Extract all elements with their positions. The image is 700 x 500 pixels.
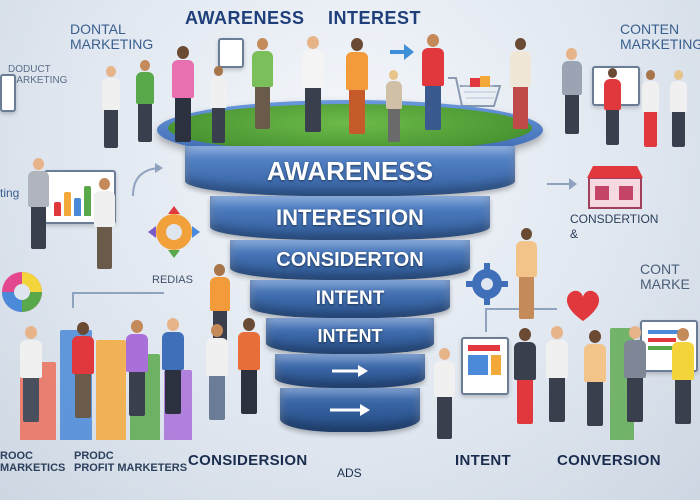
person-figure	[26, 158, 51, 253]
gear-icon-blue	[465, 262, 509, 306]
label-product-marketing: DODUCT MARKETING	[8, 64, 68, 86]
label-left-edge: ting	[0, 186, 20, 200]
label-content-marketing-right: CONT MARKE	[640, 261, 690, 292]
person-figure	[300, 36, 326, 136]
person-figure	[508, 38, 533, 133]
funnel-tier-6	[275, 354, 425, 388]
person-figure	[560, 48, 583, 138]
person-figure	[640, 70, 661, 150]
person-figure	[124, 320, 150, 420]
curved-arrow-icon	[127, 160, 167, 200]
funnel: AWARENESS INTERESTION CONSIDERTON INTENT…	[157, 100, 543, 432]
person-figure	[92, 178, 117, 273]
bottom-label-ads: ADS	[337, 466, 362, 480]
person-figure	[170, 46, 196, 146]
heart-icon	[564, 289, 602, 323]
person-figure	[420, 34, 446, 134]
funnel-tier-1: AWARENESS	[185, 146, 515, 196]
arrow-right-icon	[545, 174, 579, 194]
person-figure	[432, 348, 457, 443]
bottom-label-consideration: CONSIDERSION	[188, 452, 308, 469]
funnel-tier-5: INTENT	[266, 318, 434, 354]
label-digital-marketing: DONTAL MARKETING	[70, 21, 154, 52]
funnel-tier-2: INTERESTION	[210, 196, 490, 240]
person-figure	[344, 38, 370, 138]
person-figure	[670, 328, 696, 428]
label-content-marketing: CONTEN MARKETING	[620, 21, 700, 52]
store-icon	[585, 162, 645, 212]
bottom-label-intent: INTENT	[455, 452, 511, 469]
person-figure	[544, 326, 570, 426]
label-redias: REDIAS	[152, 274, 193, 286]
person-figure	[100, 66, 122, 151]
bottom-label-conversion: CONVERSION	[557, 452, 661, 469]
presentation-board	[461, 337, 509, 395]
board-left-top	[0, 74, 16, 112]
funnel-tier-7	[280, 388, 420, 432]
label-awareness-top: AWARENESS	[185, 8, 305, 28]
bottom-label-row: ROOC MARKETICS PRODC PROFIT MARKETERS CO…	[0, 448, 700, 500]
arrow-icon	[388, 42, 416, 62]
person-figure	[236, 318, 262, 418]
funnel-arrow-icon-2	[330, 404, 370, 416]
person-figure	[208, 66, 229, 146]
label-consideration-right: CONSDERTION &	[570, 212, 659, 241]
person-figure	[384, 70, 404, 145]
label-interest-top: INTEREST	[328, 8, 422, 28]
bottom-label-left1: ROOC MARKETICS	[0, 450, 66, 474]
connector-left	[72, 292, 164, 308]
person-figure	[250, 38, 275, 133]
person-figure	[514, 228, 539, 323]
funnel-tier-4: INTENT	[250, 280, 450, 318]
person-figure	[582, 330, 608, 430]
gear-icon	[144, 202, 204, 262]
person-figure	[160, 318, 186, 418]
funnel-arrow-icon	[332, 365, 368, 377]
funnel-tier-3: CONSIDERTON	[230, 240, 470, 280]
person-figure	[622, 326, 648, 426]
person-figure	[602, 68, 623, 148]
pie-chart-icon	[0, 262, 44, 322]
board-small-top	[218, 38, 244, 68]
person-figure	[668, 70, 689, 150]
person-figure	[18, 326, 44, 426]
person-figure	[134, 60, 156, 145]
person-figure	[204, 324, 230, 424]
person-figure	[70, 322, 96, 422]
person-figure	[512, 328, 538, 428]
bottom-label-left2: PRODC PROFIT MARKETERS	[74, 450, 188, 474]
